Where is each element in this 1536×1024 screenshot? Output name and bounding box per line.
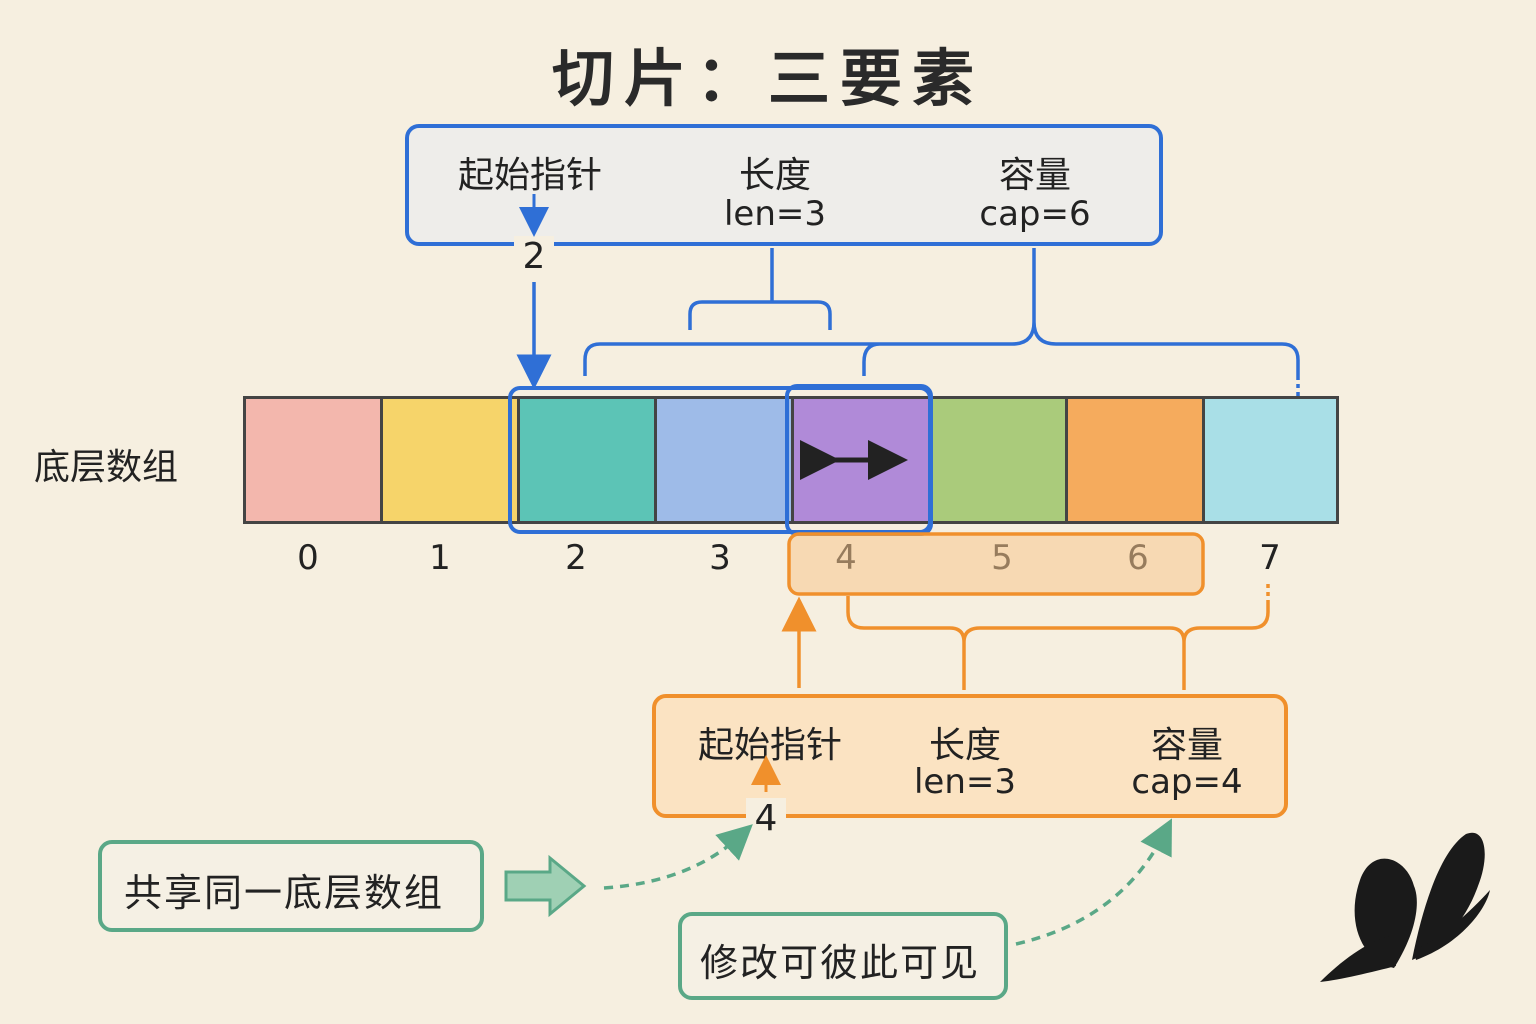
butterfly-logo-icon [1320,832,1490,982]
slice-b-cap-value: cap=4 [1131,762,1243,802]
shared-fat-arrow-icon [504,854,587,918]
slice-b-len-bracket [846,596,1120,690]
visible-note: 修改可彼此可见 [700,941,981,985]
slice-a-cap-label: 容量 [998,155,1071,196]
slice-a-ptr-value: 2 [514,236,554,277]
array-index-0: 0 [297,538,319,578]
slice-a-len-value: len=3 [723,194,827,234]
slice-a-cap-value: cap=6 [979,194,1091,234]
slice-b-index-highlight [787,532,1205,596]
array-label: 底层数组 [34,447,179,488]
slice-b-cap-bracket [1120,600,1270,690]
slice-a-ptr-label: 起始指针 [457,155,602,196]
shared-array-note: 共享同一底层数组 [124,871,445,915]
shared-array-note-box [98,840,484,932]
page-title: 切片：三要素 [551,42,984,115]
visible-note-box [678,912,1008,1000]
array-index-1: 1 [429,538,451,578]
array-cell-3 [654,396,794,524]
array-index-2: 2 [565,538,587,578]
slice-a-len-label: 长度 [738,155,811,196]
slice-b-len-value: len=3 [913,762,1017,802]
array-index-7: 7 [1259,538,1281,578]
slice-b-len-label: 长度 [928,725,1001,766]
array-index-3: 3 [709,538,731,578]
slice-a-len-bracket [688,248,832,330]
visible-dashed-arrow [1015,818,1172,946]
array-cell-5 [928,396,1068,524]
array-cell-6 [1065,396,1205,524]
slice-a-cap-bracket [583,248,1300,380]
slice-b-cap-label: 容量 [1150,725,1223,766]
shared-dashed-arrow [603,824,753,890]
array-cell-7 [1202,396,1339,524]
